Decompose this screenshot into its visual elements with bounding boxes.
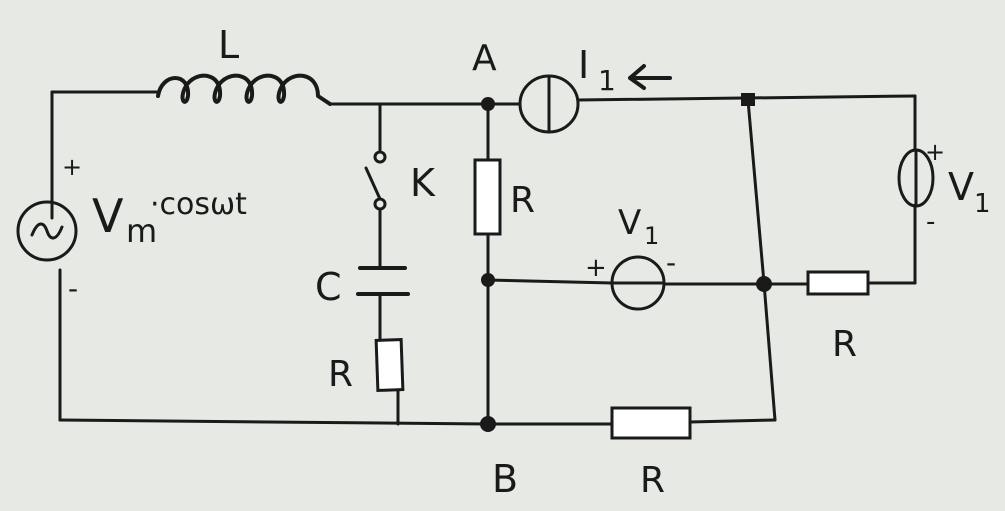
sine-wave-icon — [30, 222, 64, 240]
wire-bottom-right — [688, 418, 777, 424]
node-a-label: A — [472, 38, 497, 79]
resistor-bottom — [610, 406, 692, 440]
arrow-left-icon — [628, 64, 672, 90]
source-plus-label: + — [62, 153, 82, 181]
resistor-label-bottom: R — [640, 460, 665, 501]
vs-right-label: V — [948, 165, 974, 209]
vs-right-sub: 1 — [974, 189, 991, 219]
switch-blade — [364, 166, 382, 201]
vs-right-minus: - — [926, 207, 935, 237]
switch-contact-bottom — [373, 197, 387, 211]
source-minus-label: - — [68, 272, 78, 305]
current-source-label: I — [578, 43, 589, 87]
vs-mid-sub: 1 — [644, 222, 659, 250]
wire-bottom-left — [58, 418, 490, 426]
source-label-func: ·cosωt — [150, 187, 247, 222]
voltage-source-right — [897, 148, 935, 208]
node-top-right-dot — [741, 93, 755, 106]
node-b-dot — [480, 416, 496, 432]
inductor-label: L — [218, 23, 239, 67]
node-mid-right-dot — [756, 276, 772, 292]
capacitor-c — [356, 266, 410, 296]
ac-source — [16, 200, 78, 262]
vs-mid-plus: + — [585, 253, 607, 283]
voltage-source-mid — [610, 255, 666, 311]
resistor-label-right: R — [832, 324, 857, 365]
capacitor-label: C — [315, 265, 342, 309]
vs-mid-label: V — [618, 203, 641, 243]
resistor-ab — [473, 158, 502, 236]
inductor-coil — [156, 73, 332, 106]
node-b-label: B — [492, 457, 518, 501]
switch-contact-top — [373, 150, 387, 164]
switch-k — [364, 150, 387, 211]
ac-source-circle — [16, 200, 78, 262]
source-label-main: V — [92, 189, 124, 243]
switch-label: K — [410, 161, 436, 205]
vs-right-plus: + — [925, 138, 945, 166]
resistor-label-ab: R — [510, 180, 535, 221]
node-mid-dot — [481, 273, 495, 287]
resistor-right — [806, 270, 870, 296]
current-source-i1 — [518, 74, 580, 134]
current-source-sub: 1 — [598, 64, 616, 97]
source-label-sub: m — [126, 212, 157, 250]
vs-mid-circle — [610, 255, 666, 311]
vs-mid-minus: - — [666, 246, 676, 279]
resistor-series-c — [374, 338, 405, 392]
node-a-dot — [481, 97, 495, 111]
wire-mid-left — [486, 278, 614, 285]
wires — [50, 90, 917, 426]
wire-right-column — [746, 98, 777, 422]
resistor-label-series: R — [328, 354, 353, 395]
